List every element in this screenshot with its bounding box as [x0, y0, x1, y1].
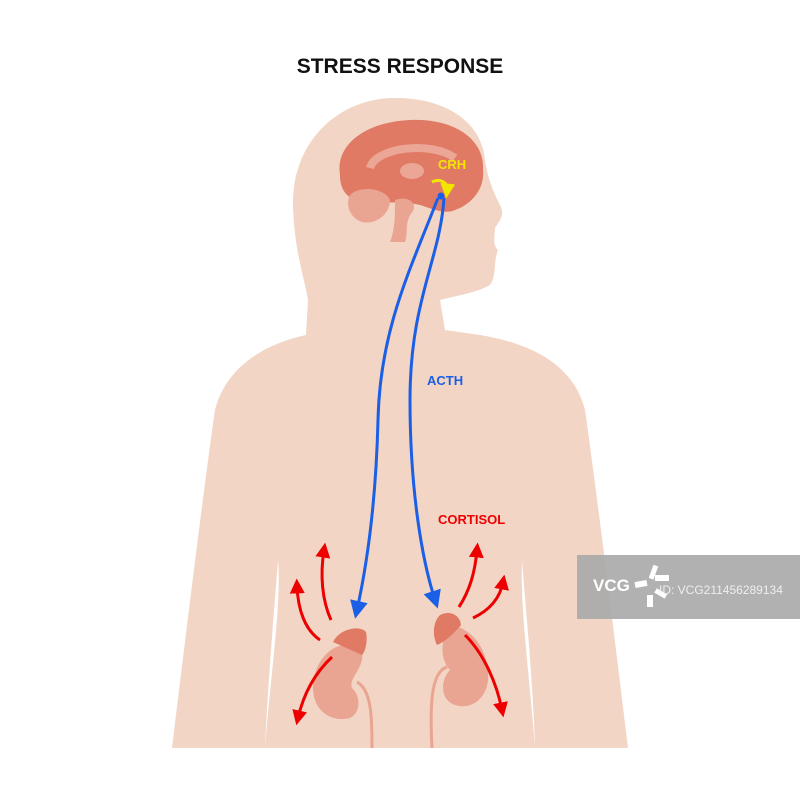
cortisol-label: CORTISOL	[438, 512, 506, 527]
acth-arrows	[350, 197, 446, 619]
watermark-logo: VCG	[593, 576, 630, 595]
page-title: STRESS RESPONSE	[296, 55, 504, 78]
crh-label: CRH	[438, 157, 467, 172]
watermark: VCG ID: VCG211456289134	[577, 555, 800, 619]
watermark-id: ID: VCG211456289134	[659, 583, 783, 597]
crh-arrow	[431, 178, 456, 199]
kidneys	[312, 613, 489, 749]
body-silhouette	[172, 98, 628, 748]
pituitary-dot	[437, 192, 445, 200]
watermark-burst-icon	[634, 564, 669, 607]
acth-label: ACTH	[427, 373, 464, 388]
cortisol-arrows	[289, 542, 509, 726]
